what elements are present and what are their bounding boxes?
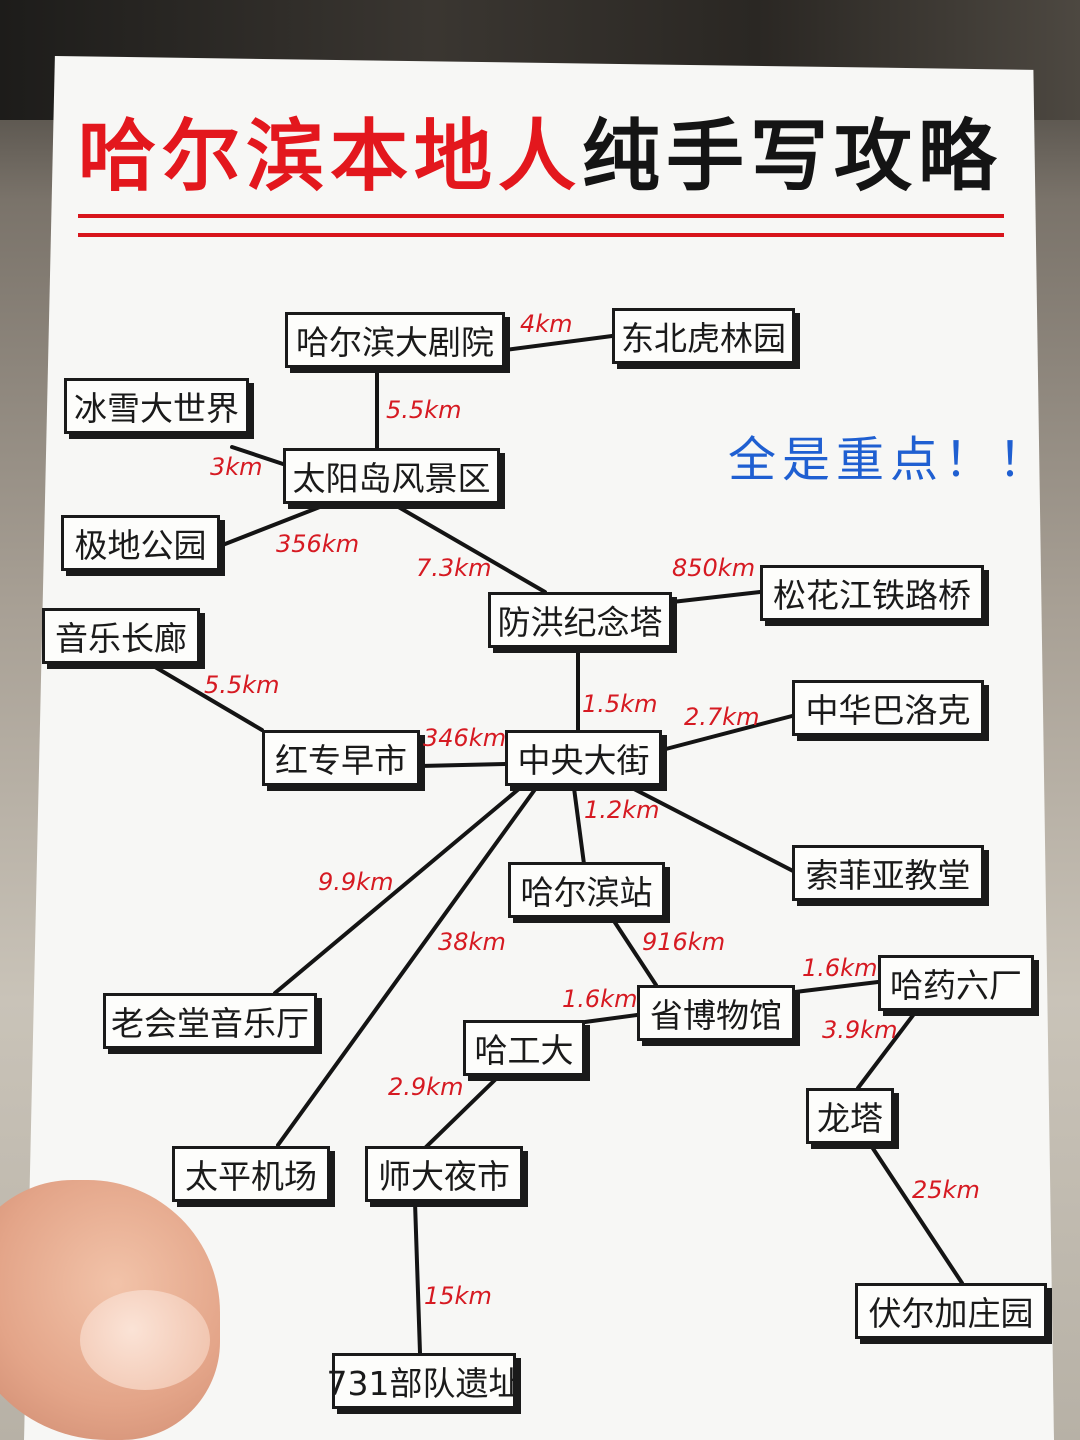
node-polar-park: 极地公园 — [61, 515, 220, 571]
distance-central-airport: 38km — [438, 928, 506, 956]
link-hayao-dragon — [856, 1008, 919, 1090]
title-black-part: 纯手写攻略 — [582, 111, 1003, 202]
distance-flood-central: 1.5km — [582, 690, 658, 718]
distance-ice-sun: 3km — [210, 453, 263, 481]
link-dragon-volga — [868, 1142, 964, 1285]
link-theatre-tiger — [503, 334, 614, 352]
node-zhonghua-baroque: 中华巴洛克 — [792, 680, 984, 736]
node-harbin-station: 哈尔滨站 — [508, 862, 665, 918]
distance-theatre-tiger: 4km — [520, 310, 573, 338]
link-sun-flood — [393, 503, 547, 594]
distance-museum-hit: 1.6km — [562, 985, 638, 1013]
distance-station-museum: 916km — [642, 928, 726, 956]
node-songhua-railway-bridge: 松花江铁路桥 — [760, 565, 984, 621]
node-hit: 哈工大 — [463, 1020, 585, 1076]
node-hongzhuan-market: 红专早市 — [262, 730, 420, 786]
link-museum-hayao — [793, 980, 880, 994]
highlight-note: 全是重点！！ — [728, 432, 1053, 488]
link-station-museum — [610, 916, 658, 987]
title-underline-top — [78, 214, 1004, 218]
distance-hit-night: 2.9km — [388, 1073, 464, 1101]
link-night-731 — [413, 1200, 422, 1355]
distance-hongzhuan-central: 346km — [423, 724, 507, 752]
node-hayao-factory: 哈药六厂 — [878, 955, 1034, 1011]
node-music-corridor: 音乐长廊 — [42, 608, 200, 664]
link-ice-sun — [230, 445, 285, 466]
node-volga-manor: 伏尔加庄园 — [855, 1283, 1047, 1339]
link-central-baroque — [660, 714, 794, 752]
link-hit-night — [423, 1073, 502, 1150]
link-central-oldhall — [273, 786, 522, 995]
distance-museum-hayao: 1.6km — [802, 954, 878, 982]
distance-central-sophia: 1.2km — [584, 796, 660, 824]
distance-flood-bridge: 850km — [672, 554, 756, 582]
distance-central-oldhall: 9.9km — [318, 868, 394, 896]
distance-music-hongzhuan: 5.5km — [204, 671, 280, 699]
distance-dragon-volga: 25km — [912, 1176, 980, 1204]
link-central-sophia — [630, 786, 797, 874]
distance-central-baroque: 2.7km — [684, 703, 760, 731]
link-central-station — [572, 786, 586, 866]
node-dragon-tower: 龙塔 — [806, 1088, 894, 1144]
page-title: 哈尔滨本地人纯手写攻略 — [0, 118, 1080, 196]
node-central-street: 中央大街 — [505, 730, 662, 786]
link-central-airport — [276, 786, 538, 1147]
link-hongzhuan-central — [418, 762, 507, 768]
node-st-sophia: 索菲亚教堂 — [792, 845, 984, 901]
node-normal-night-market: 师大夜市 — [365, 1146, 523, 1202]
distance-hayao-dragon: 3.9km — [822, 1016, 898, 1044]
node-harbin-grand-theatre: 哈尔滨大剧院 — [285, 312, 505, 368]
link-museum-hit — [583, 1013, 639, 1024]
link-flood-bridge — [670, 590, 762, 604]
node-taiping-airport: 太平机场 — [172, 1146, 330, 1202]
node-unit-731: 731部队遗址 — [327, 1353, 522, 1409]
node-ice-snow-world: 冰雪大世界 — [64, 378, 249, 434]
link-music-hongzhuan — [148, 662, 264, 732]
node-old-hall: 老会堂音乐厅 — [103, 993, 317, 1049]
title-underline-bottom — [78, 233, 1004, 237]
distance-polar-sun: 356km — [276, 530, 360, 558]
distance-night-731: 15km — [424, 1282, 492, 1310]
thumb-nail — [80, 1290, 210, 1390]
distance-sun-flood: 7.3km — [416, 554, 492, 582]
link-polar-sun — [218, 501, 332, 548]
distance-theatre-sun: 5.5km — [386, 396, 462, 424]
node-flood-monument: 防洪纪念塔 — [488, 592, 672, 648]
node-sun-island: 太阳岛风景区 — [283, 448, 500, 504]
node-northeast-tiger-park: 东北虎林园 — [612, 308, 795, 364]
node-provincial-museum: 省博物馆 — [637, 985, 795, 1041]
title-red-part: 哈尔滨本地人 — [77, 111, 582, 202]
